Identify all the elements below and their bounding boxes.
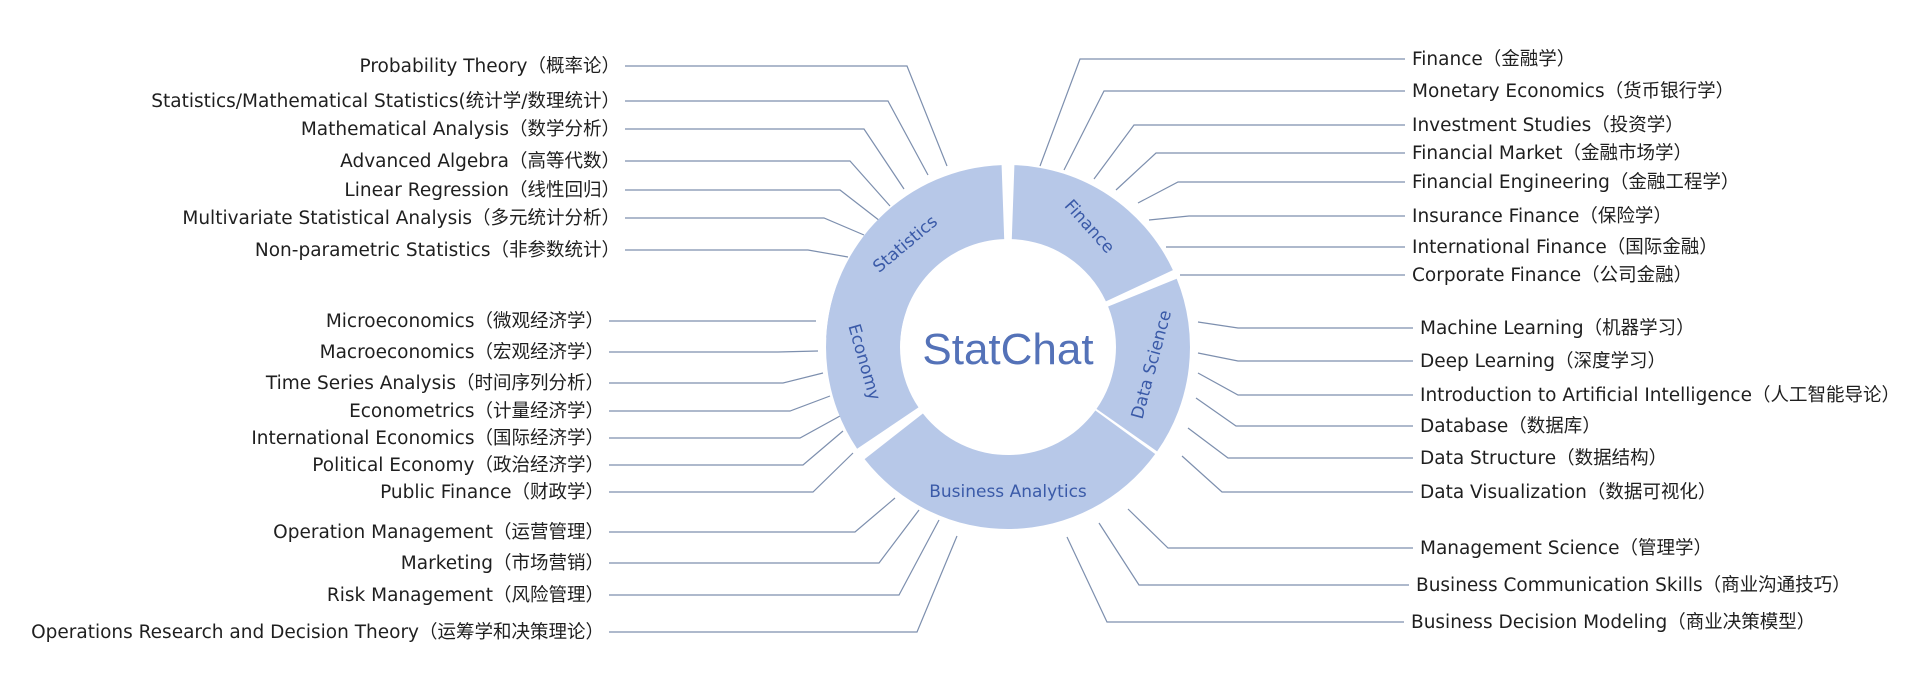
connector-finance-1 [1063,90,1405,171]
connector-business-analytics-0 [609,497,896,533]
topic-label-finance-1: Monetary Economics（货币银行学） [1412,81,1734,102]
topic-label-data-science-4: Data Structure（数据结构） [1420,448,1667,469]
connector-business-analytics-1 [609,509,920,564]
connector-statistics-6 [625,249,849,258]
connector-data-science-3 [1195,397,1413,427]
connector-data-science-0 [1197,321,1413,329]
topic-label-economy-0: Microeconomics（微观经济学） [326,311,604,332]
connector-economy-6 [609,452,854,493]
segment-data-science [1096,278,1190,452]
segment-finance [1011,165,1173,302]
topic-label-finance-4: Financial Engineering（金融工程学） [1412,172,1739,193]
connector-business-analytics-6 [1066,536,1404,623]
segment-label-business-analytics: Business Analytics [929,482,1087,502]
connector-data-science-2 [1197,372,1413,396]
connector-economy-3 [609,395,831,412]
topic-label-economy-5: Political Economy（政治经济学） [312,455,604,476]
topic-label-finance-7: Corporate Finance（公司金融） [1412,265,1692,286]
connector-finance-2 [1093,124,1405,180]
connector-finance-0 [1039,58,1405,167]
topic-labels: Probability Theory（概率论） Statistics/Mathem… [31,49,1900,643]
topic-label-finance-3: Financial Market（金融市场学） [1412,143,1692,164]
connector-data-science-1 [1197,352,1413,362]
segment-economy [826,284,919,449]
topic-label-data-science-1: Deep Learning（深度学习） [1420,351,1666,372]
topic-label-business-analytics-5: Business Communication Skills（商业沟通技巧） [1416,575,1851,596]
connector-business-analytics-5 [1098,522,1409,586]
topic-label-finance-0: Finance（金融学） [1412,49,1575,70]
center-title: StatChat [922,325,1093,374]
connector-data-science-4 [1187,427,1413,459]
topic-label-statistics-5: Multivariate Statistical Analysis（多元统计分析… [182,208,620,229]
connector-statistics-1 [625,100,929,176]
topic-label-business-analytics-4: Management Science（管理学） [1420,538,1712,559]
topic-label-statistics-6: Non-parametric Statistics（非参数统计） [255,240,620,261]
topic-label-data-science-2: Introduction to Artificial Intelligence（… [1420,385,1900,406]
topic-label-business-analytics-0: Operation Management（运营管理） [273,522,604,543]
topic-label-economy-3: Econometrics（计量经济学） [349,401,604,422]
connector-statistics-5 [625,217,865,236]
topic-label-statistics-2: Mathematical Analysis（数学分析） [301,119,620,140]
segment-business-analytics [864,410,1156,529]
topic-label-business-analytics-2: Risk Management（风险管理） [327,585,604,606]
topic-label-business-analytics-6: Business Decision Modeling（商业决策模型） [1411,612,1815,633]
topic-label-economy-2: Time Series Analysis（时间序列分析） [265,373,604,394]
connector-statistics-2 [625,128,905,190]
connector-business-analytics-2 [609,519,940,596]
connector-statistics-0 [625,65,948,167]
connector-statistics-3 [625,160,891,207]
topic-label-economy-4: International Economics（国际经济学） [251,428,604,449]
connector-finance-4 [1137,181,1405,204]
topic-label-business-analytics-1: Marketing（市场营销） [401,553,604,574]
connector-statistics-4 [625,189,881,222]
topic-label-business-analytics-3: Operations Research and Decision Theory（… [31,622,604,643]
connector-business-analytics-4 [1127,508,1413,549]
topic-label-statistics-1: Statistics/Mathematical Statistics(统计学/数… [151,91,620,112]
connector-finance-3 [1115,152,1405,191]
topic-label-data-science-0: Machine Learning（机器学习） [1420,318,1695,339]
connector-economy-2 [609,372,824,384]
connector-data-science-5 [1181,455,1413,493]
topic-label-statistics-4: Linear Regression（线性回归） [344,180,620,201]
topic-label-statistics-0: Probability Theory（概率论） [360,56,620,77]
connector-lines [609,58,1413,633]
topic-label-economy-1: Macroeconomics（宏观经济学） [320,342,604,363]
topic-label-finance-6: International Finance（国际金融） [1412,237,1718,258]
topic-label-economy-6: Public Finance（财政学） [380,482,604,503]
topic-label-finance-2: Investment Studies（投资学） [1412,115,1684,136]
topic-label-statistics-3: Advanced Algebra（高等代数） [340,151,620,172]
connector-economy-5 [609,430,844,466]
connector-economy-4 [609,415,841,439]
connector-business-analytics-3 [609,535,958,633]
connector-economy-1 [609,350,819,353]
topic-label-data-science-3: Database（数据库） [1420,416,1601,437]
connector-finance-5 [1148,215,1405,221]
topic-label-data-science-5: Data Visualization（数据可视化） [1420,482,1716,503]
topic-label-finance-5: Insurance Finance（保险学） [1412,206,1672,227]
